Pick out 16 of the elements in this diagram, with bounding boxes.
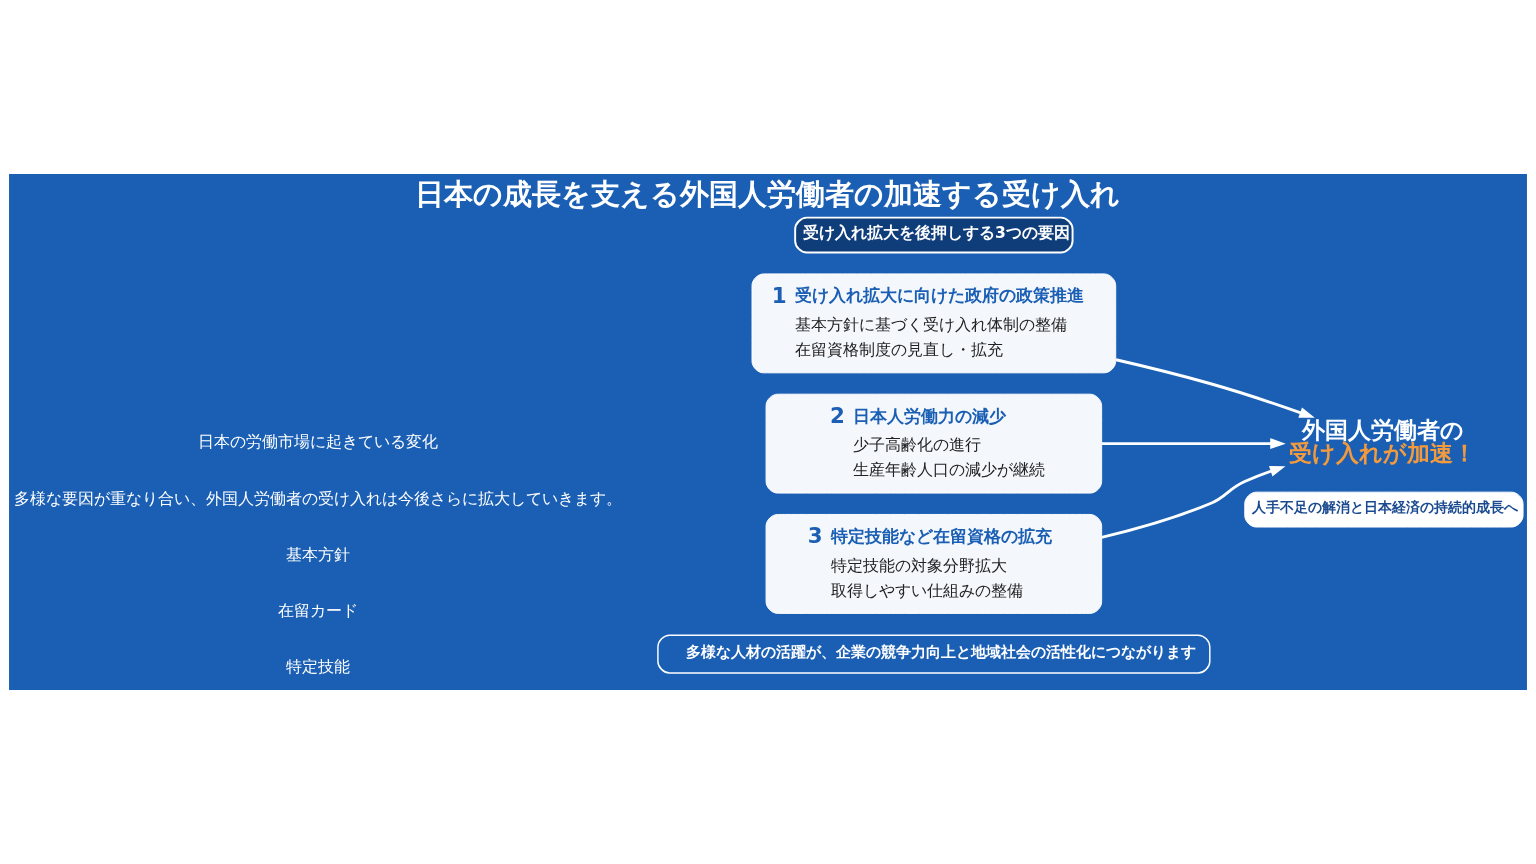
node-box: 受け入れ拡大を後押しする3つの要因 — [794, 216, 1074, 254]
label: 在留カード — [277, 602, 358, 621]
label: 特定技能 — [285, 658, 350, 677]
node-box: 2 日本人労働力の減少 少子高齢化の進行 生産年齢人口の減少が継続 — [765, 393, 1103, 494]
arrow — [1101, 466, 1286, 539]
diagram-title: 日本の成長を支える外国人労働者の加速する受け入れ — [415, 177, 1121, 212]
node-box: 多様な人材の活躍が、企業の競争力向上と地域社会の活性化につながります — [657, 634, 1211, 674]
arrow — [1101, 438, 1286, 450]
node-box: 3 特定技能など在留資格の拡充 特定技能の対象分野拡大 取得しやすい仕組みの整備 — [765, 513, 1103, 614]
arrow — [1115, 358, 1315, 418]
node-box: 人手不足の解消と日本経済の持続的成長へ — [1244, 491, 1524, 528]
label: 多様な要因が重なり合い、外国人労働者の受け入れは今後さらに拡大していきます。 — [13, 489, 622, 508]
node-text: 外国人労働者の 受け入れが加速！ — [1289, 416, 1477, 467]
label: 日本の労働市場に起きている変化 — [197, 433, 438, 452]
label: 基本方針 — [285, 545, 350, 564]
node-box: 1 受け入れ拡大に向けた政府の政策推進 基本方針に基づく受け入れ体制の整備 在留資格制度の見直し・拡充 — [751, 273, 1117, 374]
